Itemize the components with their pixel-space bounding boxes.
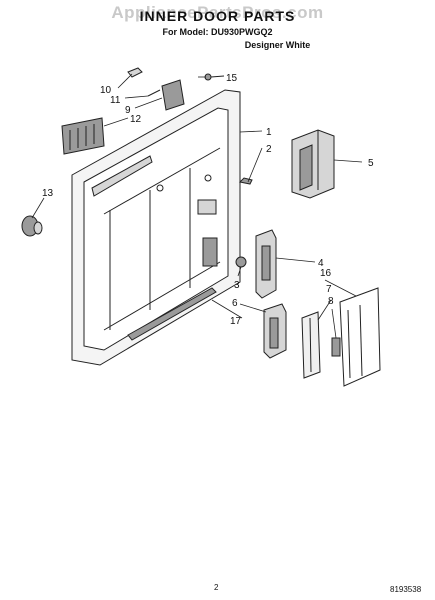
bottom-gasket (127, 287, 217, 341)
spring-wire (147, 89, 161, 97)
latch-screw (238, 177, 253, 185)
lower-bracket (263, 303, 287, 359)
callout-1: 1 (266, 127, 272, 138)
screw (204, 73, 225, 81)
color-line: Designer White (244, 40, 311, 50)
page-number: 2 (214, 583, 219, 592)
callout-5: 5 (368, 158, 374, 169)
callout-6: 6 (232, 298, 238, 309)
callout-11: 11 (110, 95, 121, 106)
cover-tab (161, 79, 185, 111)
side-panel (339, 287, 381, 387)
dispenser-assembly (291, 129, 335, 199)
callout-2: 2 (266, 144, 272, 155)
side-strip (301, 311, 321, 379)
hinge-bracket (255, 229, 277, 299)
callout-17: 17 (230, 316, 242, 327)
side-clip (331, 337, 341, 357)
callout-16: 16 (320, 268, 332, 279)
callout-10: 10 (100, 85, 112, 96)
document-number: 8193538 (390, 585, 422, 594)
vent-piece (61, 117, 105, 155)
callout-12: 12 (130, 114, 142, 125)
callout-4: 4 (318, 258, 324, 269)
diagram-title: INNER DOOR PARTS (139, 8, 296, 24)
callout-8: 8 (328, 296, 334, 307)
callout-7: 7 (326, 284, 332, 295)
knob (21, 215, 43, 237)
roller (235, 256, 247, 268)
callout-9: 9 (125, 105, 131, 116)
leader-lines (31, 73, 363, 339)
callout-13: 13 (42, 188, 54, 199)
callout-3: 3 (234, 280, 240, 291)
model-line: For Model: DU930PWGQ2 (162, 27, 273, 37)
callout-15: 15 (226, 73, 238, 84)
watermark: AppliancePartsPros.com (111, 3, 324, 22)
